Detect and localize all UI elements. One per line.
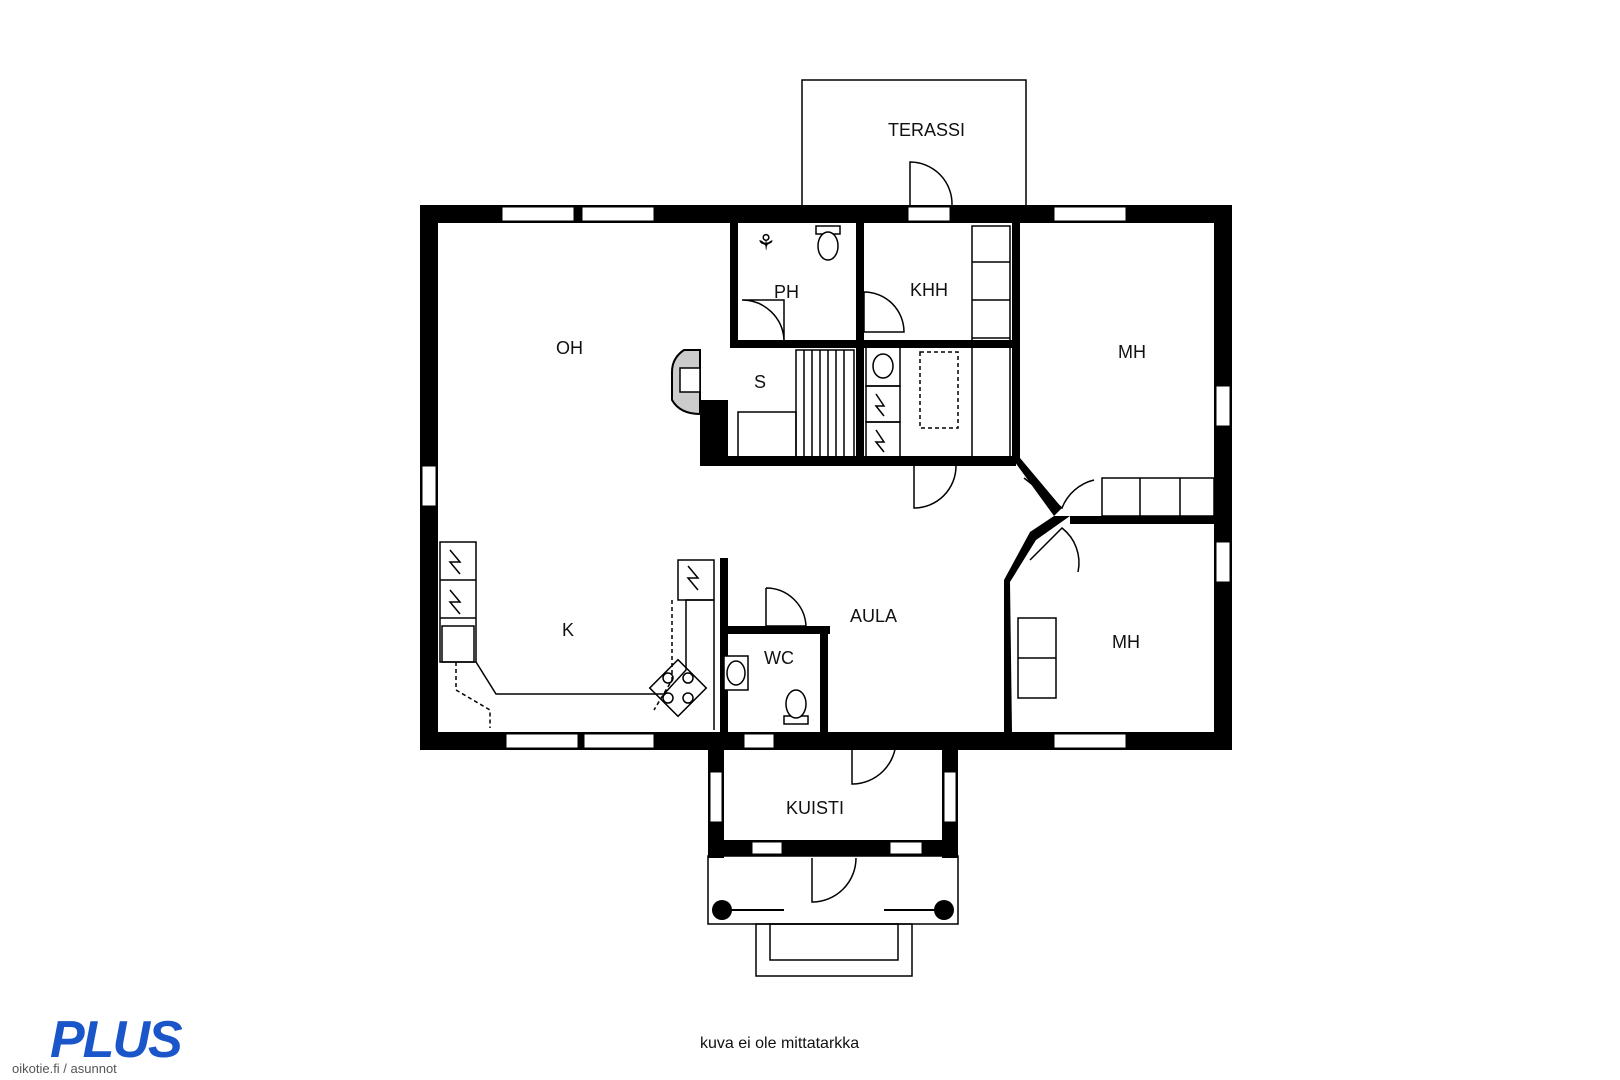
- brand-logo: PLUS: [50, 1011, 183, 1069]
- room-label-kuisti: KUISTI: [786, 798, 844, 818]
- windows: [421, 206, 1231, 749]
- room-label-aula: AULA: [850, 606, 897, 626]
- doors: [741, 161, 1095, 903]
- porch-steps-area: [707, 855, 959, 925]
- wc-fixtures: [723, 655, 809, 725]
- room-label-wc: WC: [764, 648, 794, 668]
- room-label-mh2: MH: [1112, 632, 1140, 652]
- shower-icon: ⚘: [756, 230, 776, 255]
- room-label-khh: KHH: [910, 280, 948, 300]
- room-label-k: K: [562, 620, 574, 640]
- room-label-terassi: TERASSI: [888, 120, 965, 140]
- room-label-ph: PH: [774, 282, 799, 302]
- wardrobes: [1017, 477, 1215, 699]
- room-label-oh: OH: [556, 338, 583, 358]
- sauna-bench: [737, 349, 855, 459]
- kitchen-counter: [439, 541, 715, 730]
- room-label-mh1: MH: [1118, 342, 1146, 362]
- khh-fixtures: [865, 225, 1011, 459]
- source-credit: oikotie.fi / asunnot: [12, 1061, 117, 1076]
- porch-windows: [709, 771, 957, 855]
- entry-steps: [755, 923, 913, 977]
- toilet-icon: [815, 225, 841, 261]
- room-label-s: S: [754, 372, 766, 392]
- scale-disclaimer: kuva ei ole mittatarkka: [700, 1035, 860, 1052]
- interior-walls: [700, 222, 1220, 734]
